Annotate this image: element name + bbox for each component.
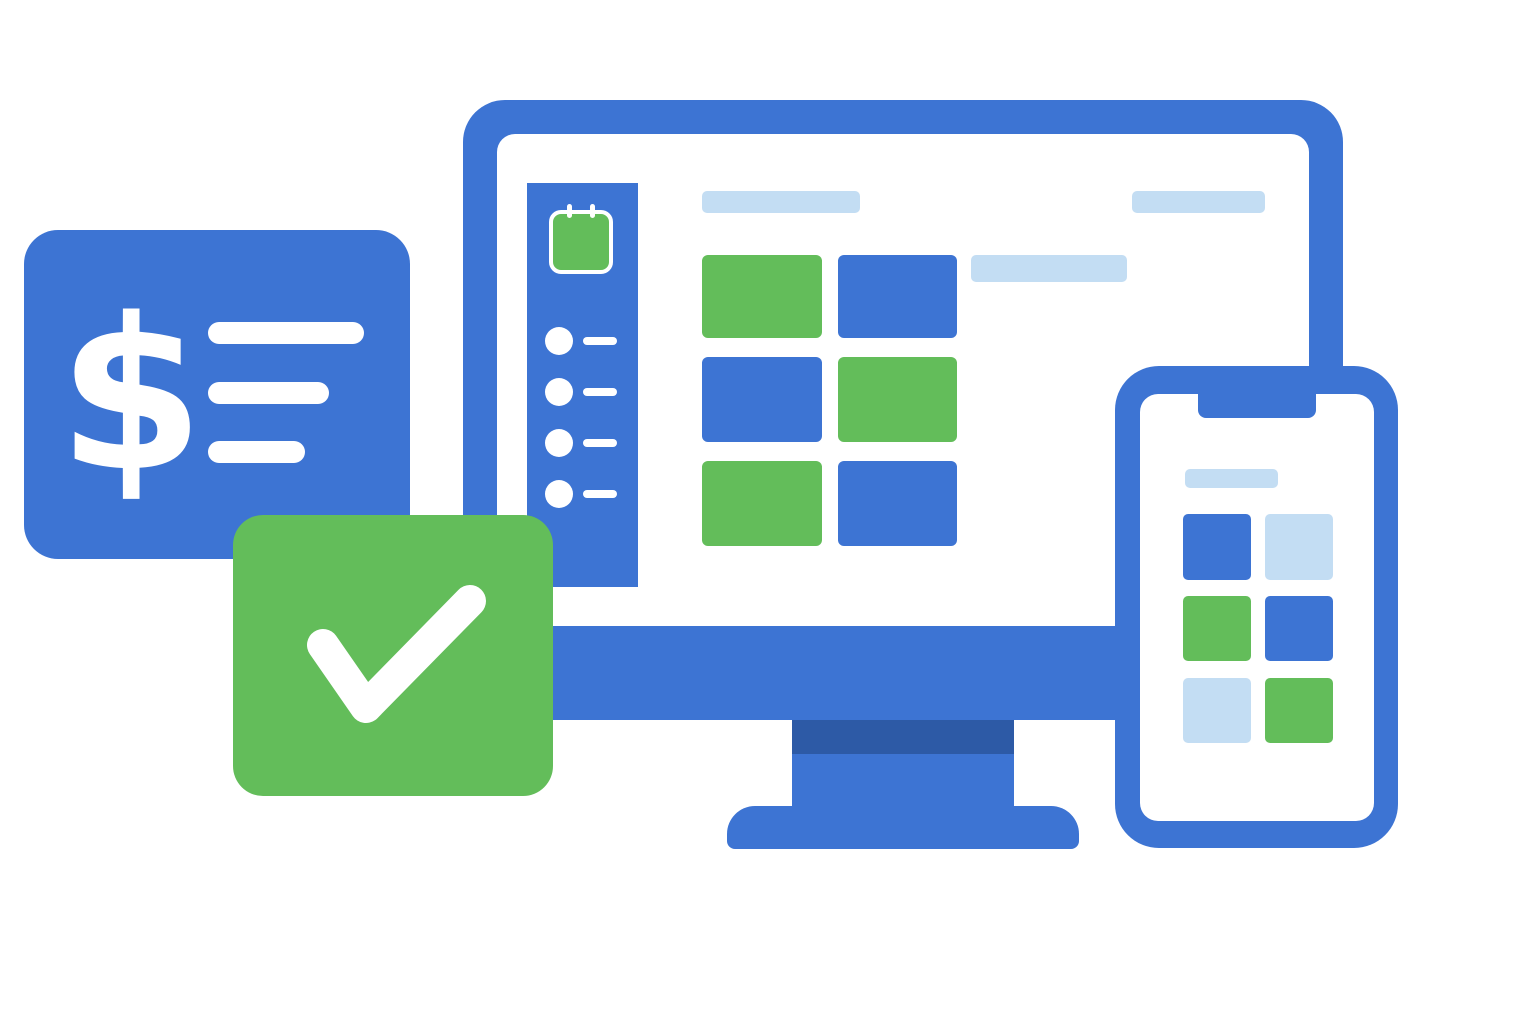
sidebar-nav-line-3[interactable]	[583, 439, 617, 447]
invoice-line-3	[208, 441, 305, 463]
phone-notch	[1198, 394, 1316, 418]
monitor-base	[727, 806, 1079, 849]
sidebar-nav-line-1[interactable]	[583, 337, 617, 345]
sidebar-nav-dot-3[interactable]	[545, 429, 573, 457]
monitor-neck-shadow	[792, 718, 1014, 754]
monitor-tile-r1c1[interactable]	[702, 255, 822, 338]
calendar-icon	[549, 204, 613, 274]
calendar-ring	[590, 204, 595, 218]
invoice-line-1	[208, 322, 364, 344]
phone-tile-r2c1[interactable]	[1183, 596, 1251, 661]
calendar-ring	[567, 204, 572, 218]
sidebar-nav-line-4[interactable]	[583, 490, 617, 498]
phone-tile-r2c2[interactable]	[1265, 596, 1333, 661]
dollar-icon: $	[58, 273, 205, 518]
monitor-tile-r3c1[interactable]	[702, 461, 822, 546]
detail-placeholder	[971, 255, 1127, 282]
sidebar-nav-dot-1[interactable]	[545, 327, 573, 355]
header-title-placeholder	[702, 191, 860, 213]
phone-tile-r3c1[interactable]	[1183, 678, 1251, 743]
sidebar-nav-line-2[interactable]	[583, 388, 617, 396]
check-card	[233, 515, 553, 796]
phone-tile-r1c2[interactable]	[1265, 514, 1333, 580]
monitor-tile-r2c1[interactable]	[702, 357, 822, 442]
phone-screen	[1140, 394, 1374, 821]
monitor-tile-r3c2[interactable]	[838, 461, 957, 546]
monitor-tile-r2c2[interactable]	[838, 357, 957, 442]
invoice-line-2	[208, 382, 329, 404]
header-action-placeholder[interactable]	[1132, 191, 1265, 213]
phone-title-placeholder	[1185, 469, 1278, 488]
checkmark-icon	[307, 585, 486, 723]
monitor-tile-r1c2[interactable]	[838, 255, 957, 338]
sidebar-nav-dot-4[interactable]	[545, 480, 573, 508]
phone-tile-r3c2[interactable]	[1265, 678, 1333, 743]
phone-tile-r1c1[interactable]	[1183, 514, 1251, 580]
sidebar-nav-dot-2[interactable]	[545, 378, 573, 406]
